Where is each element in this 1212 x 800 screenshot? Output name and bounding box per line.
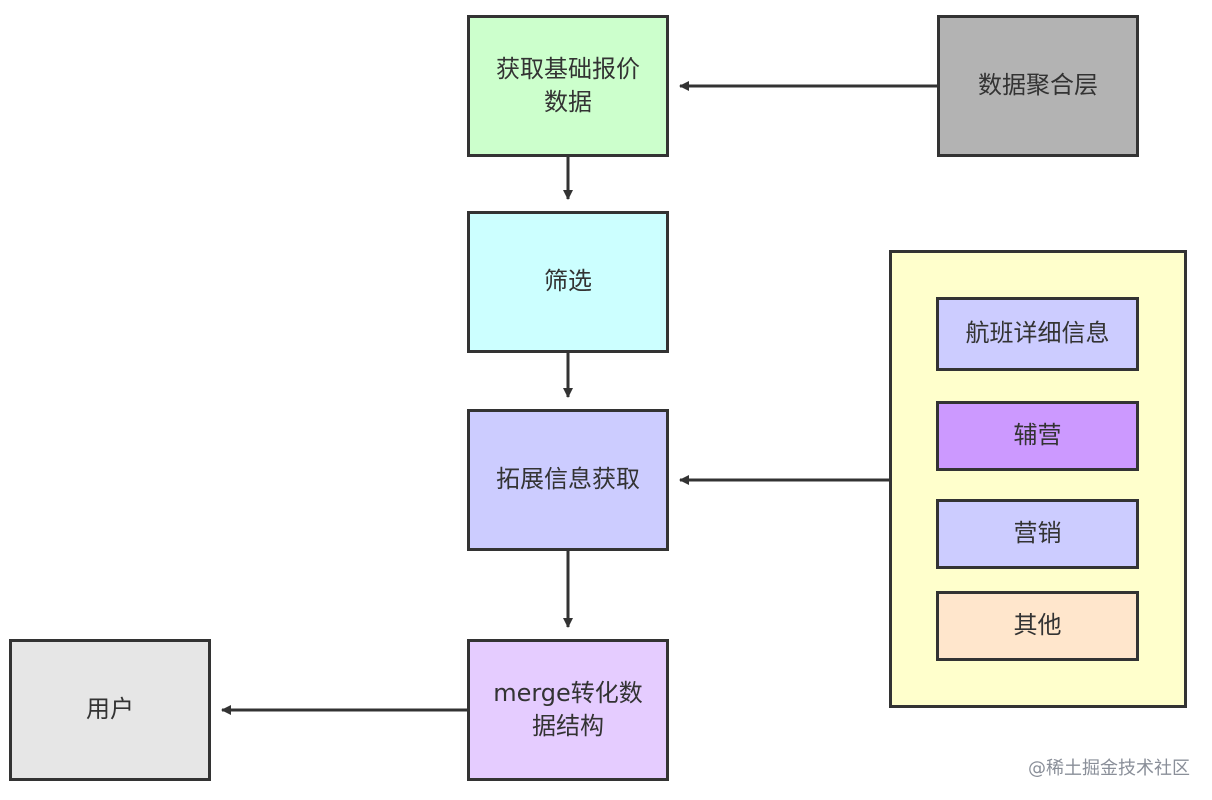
data-aggregation-layer-label: 数据聚合层 (978, 71, 1098, 100)
group-item-flight-details-label: 航班详细信息 (965, 319, 1110, 348)
filter-label: 筛选 (544, 267, 592, 296)
data-aggregation-layer-node: 数据聚合层 (937, 15, 1139, 157)
group-item-ancillary: 辅营 (936, 401, 1139, 471)
extend-info-node: 拓展信息获取 (467, 409, 669, 551)
merge-convert-node: merge转化数 据结构 (467, 639, 669, 781)
group-item-other: 其他 (936, 591, 1139, 661)
group-item-ancillary-label: 辅营 (1013, 421, 1062, 450)
merge-convert-label: merge转化数 据结构 (493, 678, 643, 740)
user-node: 用户 (9, 639, 211, 781)
filter-node: 筛选 (467, 211, 669, 353)
group-item-marketing: 营销 (936, 499, 1139, 569)
watermark-text: @稀土掘金技术社区 (1028, 758, 1190, 779)
user-label: 用户 (86, 695, 134, 724)
group-item-other-label: 其他 (1013, 611, 1062, 640)
group-item-marketing-label: 营销 (1013, 519, 1062, 548)
group-item-flight-details: 航班详细信息 (936, 297, 1139, 371)
fetch-base-quote-label: 获取基础报价 数据 (496, 54, 640, 116)
fetch-base-quote-node: 获取基础报价 数据 (467, 15, 669, 157)
extend-info-label: 拓展信息获取 (496, 465, 640, 494)
